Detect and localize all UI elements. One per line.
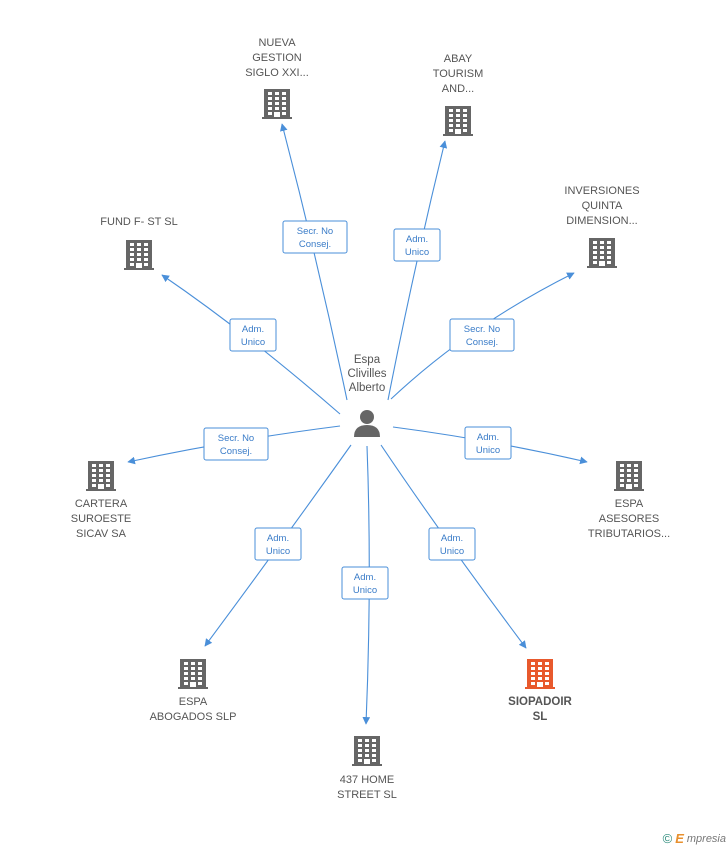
role-text: Adm. [267, 533, 289, 544]
role-text: Secr. No [297, 226, 333, 237]
company-label: ABOGADOS SLP [150, 711, 237, 723]
company-label: FUND F- ST SL [100, 216, 177, 228]
company-label: ABAY [444, 53, 473, 65]
company-node-espa-asesores[interactable]: ESPA ASESORES TRIBUTARIOS... [588, 461, 670, 540]
copyright-icon: © [662, 831, 673, 846]
company-label: SICAV SA [76, 528, 127, 540]
role-text: Adm. [441, 533, 463, 544]
company-node-cartera-suroeste[interactable]: CARTERA SUROESTE SICAV SA [71, 461, 132, 540]
role-badge-box [254, 527, 302, 561]
company-label: SL [533, 711, 548, 723]
role-text: Unico [405, 247, 429, 258]
brand-logo-initial: E [675, 831, 684, 846]
company-node-inversiones-quinta[interactable]: INVERSIONES QUINTA DIMENSION... [564, 185, 640, 268]
relationship-edge [280, 123, 348, 401]
role-badge-box [464, 426, 512, 460]
role-badge[interactable]: Adm. Unico [229, 318, 277, 352]
role-badge-box [449, 318, 515, 352]
role-badge-box [203, 427, 269, 461]
company-node-espa-abogados[interactable]: ESPA ABOGADOS SLP [150, 659, 237, 723]
role-badge[interactable]: Adm. Unico [464, 426, 512, 460]
role-badge[interactable]: Adm. Unico [341, 566, 389, 600]
company-node-nueva-gestion[interactable]: NUEVA GESTION SIGLO XXI... [245, 37, 309, 119]
role-text: Unico [353, 585, 377, 596]
role-text: Adm. [242, 324, 264, 335]
role-badge[interactable]: Secr. No Consej. [282, 220, 348, 254]
company-label: QUINTA [582, 200, 623, 212]
role-badge[interactable]: Secr. No Consej. [449, 318, 515, 352]
company-label: CARTERA [75, 498, 128, 510]
company-node-abay-tourism[interactable]: ABAY TOURISM AND... [433, 53, 484, 136]
relationship-edge [387, 140, 448, 401]
building-icon[interactable] [443, 106, 473, 136]
role-badge[interactable]: Adm. Unico [393, 228, 441, 262]
brand-name: mpresia [686, 832, 726, 845]
person-label: Espa [354, 354, 381, 366]
role-text: Consej. [220, 446, 252, 457]
company-label: STREET SL [337, 789, 397, 801]
role-badge[interactable]: Secr. No Consej. [203, 427, 269, 461]
building-icon[interactable] [587, 238, 617, 268]
role-text: Unico [476, 445, 500, 456]
company-label: SIOPADOIR [508, 696, 572, 708]
building-icon[interactable] [86, 461, 116, 491]
role-text: Consej. [466, 337, 498, 348]
role-text: Adm. [406, 234, 428, 245]
building-icon[interactable] [352, 736, 382, 766]
company-label: SIGLO XXI... [245, 67, 309, 79]
building-icon[interactable] [525, 659, 555, 689]
company-label: NUEVA [258, 37, 296, 49]
company-label: SUROESTE [71, 513, 132, 525]
company-node-siopadoir[interactable]: SIOPADOIR SL [508, 659, 573, 723]
role-text: Secr. No [464, 324, 500, 335]
company-label: DIMENSION... [566, 215, 638, 227]
role-badge[interactable]: Adm. Unico [428, 527, 476, 561]
company-label: INVERSIONES [564, 185, 639, 197]
role-badge-box [393, 228, 441, 262]
building-icon[interactable] [262, 89, 292, 119]
person-label: Alberto [349, 382, 385, 394]
company-node-fund-fst[interactable]: FUND F- ST SL [100, 216, 178, 270]
company-label: ESPA [615, 498, 644, 510]
role-badge-box [229, 318, 277, 352]
role-badge[interactable]: Adm. Unico [254, 527, 302, 561]
role-text: Unico [266, 546, 290, 557]
company-label: 437 HOME [340, 774, 394, 786]
building-icon[interactable] [614, 461, 644, 491]
role-badge-box [341, 566, 389, 600]
building-icon[interactable] [178, 659, 208, 689]
company-label: ASESORES [599, 513, 660, 525]
company-label: TOURISM [433, 68, 484, 80]
role-badge-box [428, 527, 476, 561]
role-text: Unico [440, 546, 464, 557]
company-node-home-street[interactable]: 437 HOME STREET SL [337, 736, 397, 801]
role-text: Unico [241, 337, 265, 348]
person-label: Clivilles [348, 368, 387, 380]
role-text: Consej. [299, 239, 331, 250]
company-label: ESPA [179, 696, 208, 708]
company-label: AND... [442, 83, 474, 95]
role-text: Secr. No [218, 433, 254, 444]
company-label: GESTION [252, 52, 302, 64]
role-text: Adm. [354, 572, 376, 583]
role-badge-box [282, 220, 348, 254]
building-icon[interactable] [124, 240, 154, 270]
person-icon [354, 410, 380, 437]
role-text: Adm. [477, 432, 499, 443]
company-label: TRIBUTARIOS... [588, 528, 670, 540]
